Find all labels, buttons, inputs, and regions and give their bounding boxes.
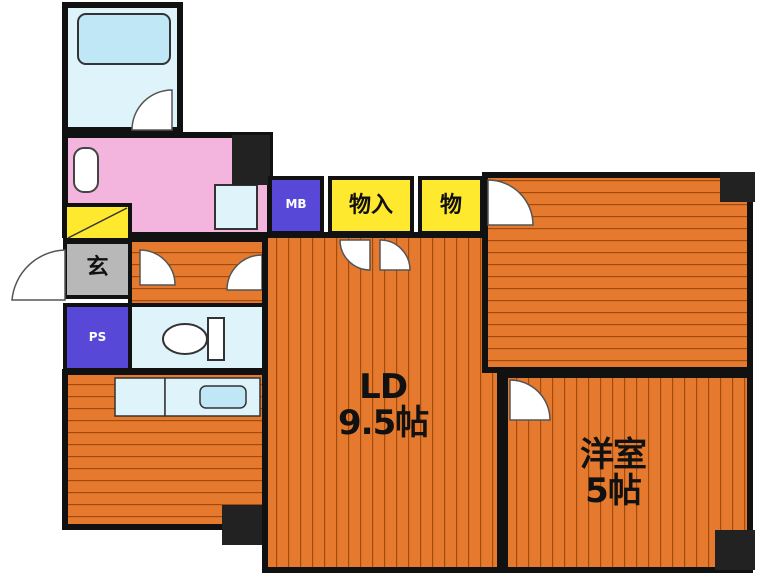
toilet-tank-icon	[207, 317, 225, 361]
bathtub-icon	[77, 13, 171, 65]
storage-label: 物	[439, 193, 462, 218]
ld-room-size: 9.5帖	[338, 402, 429, 443]
wall-block	[232, 135, 270, 185]
wall-block	[720, 172, 755, 202]
western-door-swing	[509, 379, 551, 421]
ld-door-swing-2	[379, 239, 411, 271]
western-room-size: 5帖	[585, 470, 642, 511]
front-door-swing	[11, 249, 66, 301]
bathroom-door-swing	[131, 89, 173, 131]
washing-machine-icon	[214, 184, 258, 230]
western-room	[502, 372, 753, 573]
closet-cabinet	[114, 377, 166, 417]
ld-room-name: LD	[359, 367, 408, 407]
living-dining-room	[262, 232, 503, 573]
mb-box	[268, 176, 324, 235]
western-label: 洋室 5帖	[580, 435, 647, 511]
mb-label: MB	[285, 197, 307, 211]
shoe-storage-diagonal	[67, 207, 128, 239]
toilet-icon	[162, 323, 208, 355]
entrance-label: 玄	[86, 255, 109, 280]
washbasin-icon	[73, 147, 99, 193]
ld-door-swing	[339, 239, 371, 271]
hall-door-swing	[139, 249, 176, 286]
entrance	[63, 240, 132, 299]
wall-block	[715, 530, 755, 570]
storage-in-label: 物入	[348, 193, 393, 218]
hall-door-swing-2	[226, 254, 263, 291]
ps-label: PS	[88, 330, 107, 344]
ld-label: LD 9.5帖	[338, 367, 429, 443]
pipe-space	[63, 303, 132, 372]
upper-right-door-swing	[487, 179, 534, 226]
western-room-name: 洋室	[580, 435, 647, 475]
sink-icon	[199, 385, 247, 409]
wall-block	[222, 505, 267, 545]
storage-closet	[328, 176, 414, 235]
